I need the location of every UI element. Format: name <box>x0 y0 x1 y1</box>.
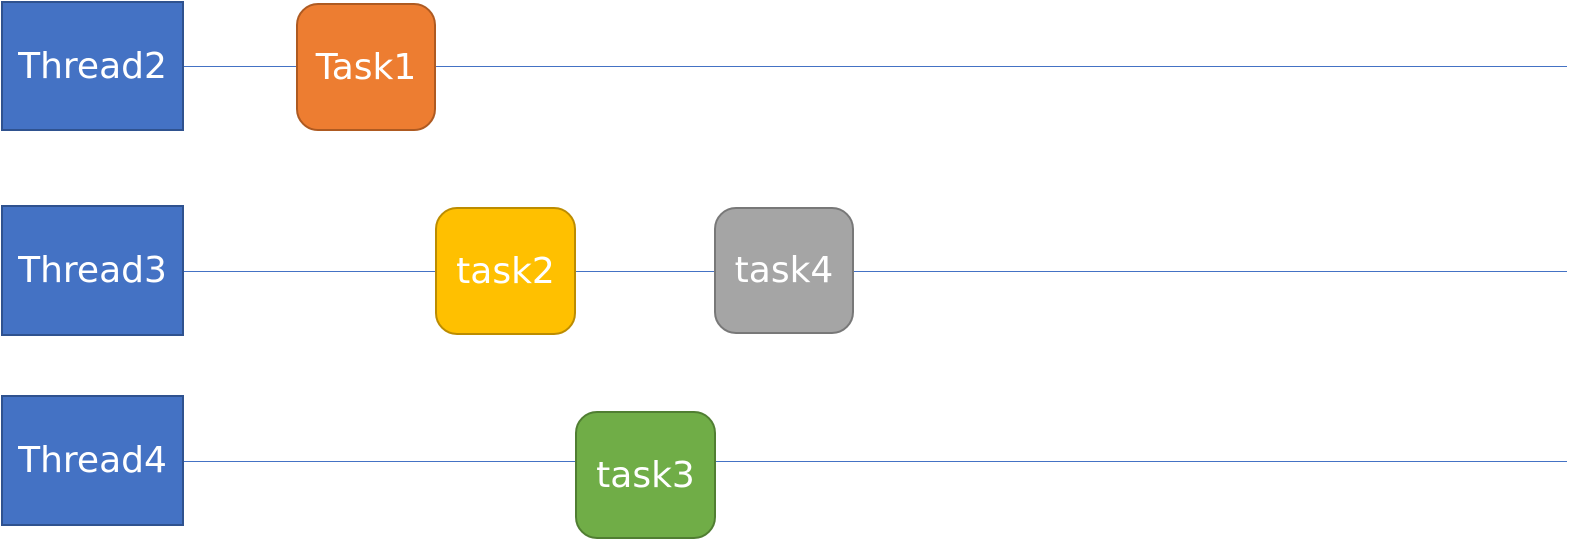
thread4-box: Thread4 <box>1 395 184 526</box>
task1-label: Task1 <box>315 46 417 88</box>
thread3-label: Thread3 <box>18 250 167 291</box>
task3-box: task3 <box>575 411 716 539</box>
thread4-timeline <box>183 461 1567 462</box>
thread4-label: Thread4 <box>18 440 167 481</box>
task2-label: task2 <box>456 250 555 292</box>
task4-label: task4 <box>734 250 834 291</box>
thread3-timeline <box>183 271 1567 272</box>
thread2-label: Thread2 <box>18 45 167 87</box>
task1-box: Task1 <box>296 3 436 131</box>
task2-box: task2 <box>435 207 576 335</box>
task4-box: task4 <box>714 207 854 334</box>
thread2-box: Thread2 <box>1 1 184 131</box>
thread2-timeline <box>183 66 1567 67</box>
thread3-box: Thread3 <box>1 205 184 336</box>
task3-label: task3 <box>596 454 695 496</box>
